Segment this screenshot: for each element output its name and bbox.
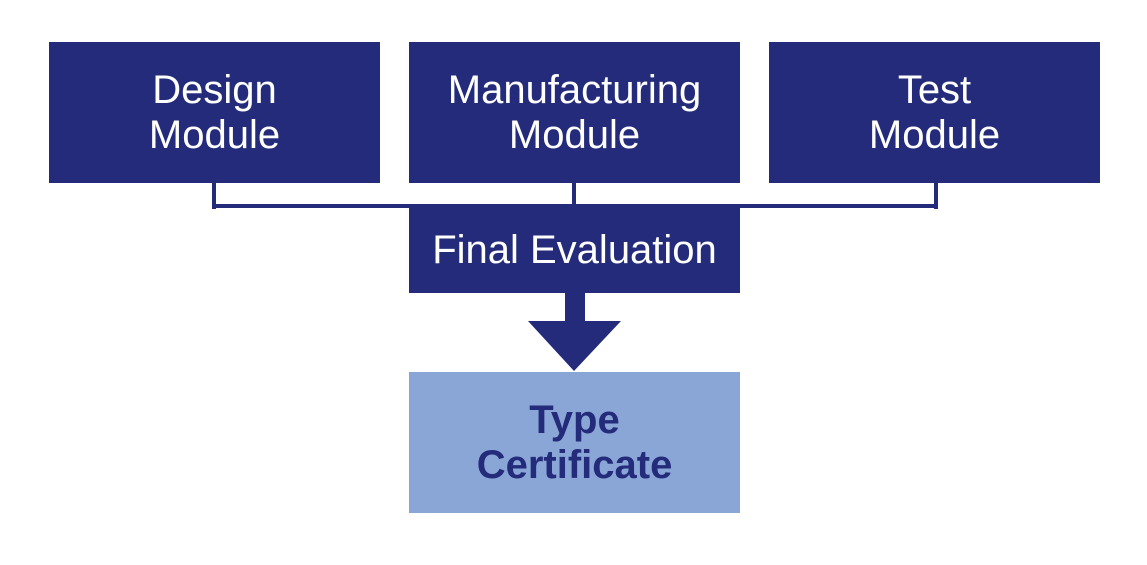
design-module-line2: Module — [148, 112, 281, 157]
test-module-line2: Module — [868, 112, 1001, 157]
final-evaluation-label: Final Evaluation — [432, 228, 717, 272]
final-evaluation-box: Final Evaluation — [409, 208, 740, 293]
design-stem — [212, 183, 216, 209]
horizontal-connector — [212, 204, 938, 208]
test-stem — [934, 183, 938, 209]
manufacturing-stem — [572, 183, 576, 209]
arrow-shaft — [565, 292, 585, 322]
design-module-box: Design Module — [49, 42, 380, 183]
test-module-box: Test Module — [769, 42, 1100, 183]
manufacturing-module-line1: Manufacturing — [447, 67, 702, 112]
arrow-down-icon — [528, 321, 621, 371]
type-certificate-line2: Certificate — [476, 442, 673, 487]
type-certificate-box: Type Certificate — [409, 372, 740, 513]
type-certificate-line1: Type — [529, 397, 620, 442]
test-module-line1: Test — [897, 67, 972, 112]
manufacturing-module-box: Manufacturing Module — [409, 42, 740, 183]
manufacturing-module-line2: Module — [508, 112, 641, 157]
design-module-line1: Design — [152, 67, 277, 112]
